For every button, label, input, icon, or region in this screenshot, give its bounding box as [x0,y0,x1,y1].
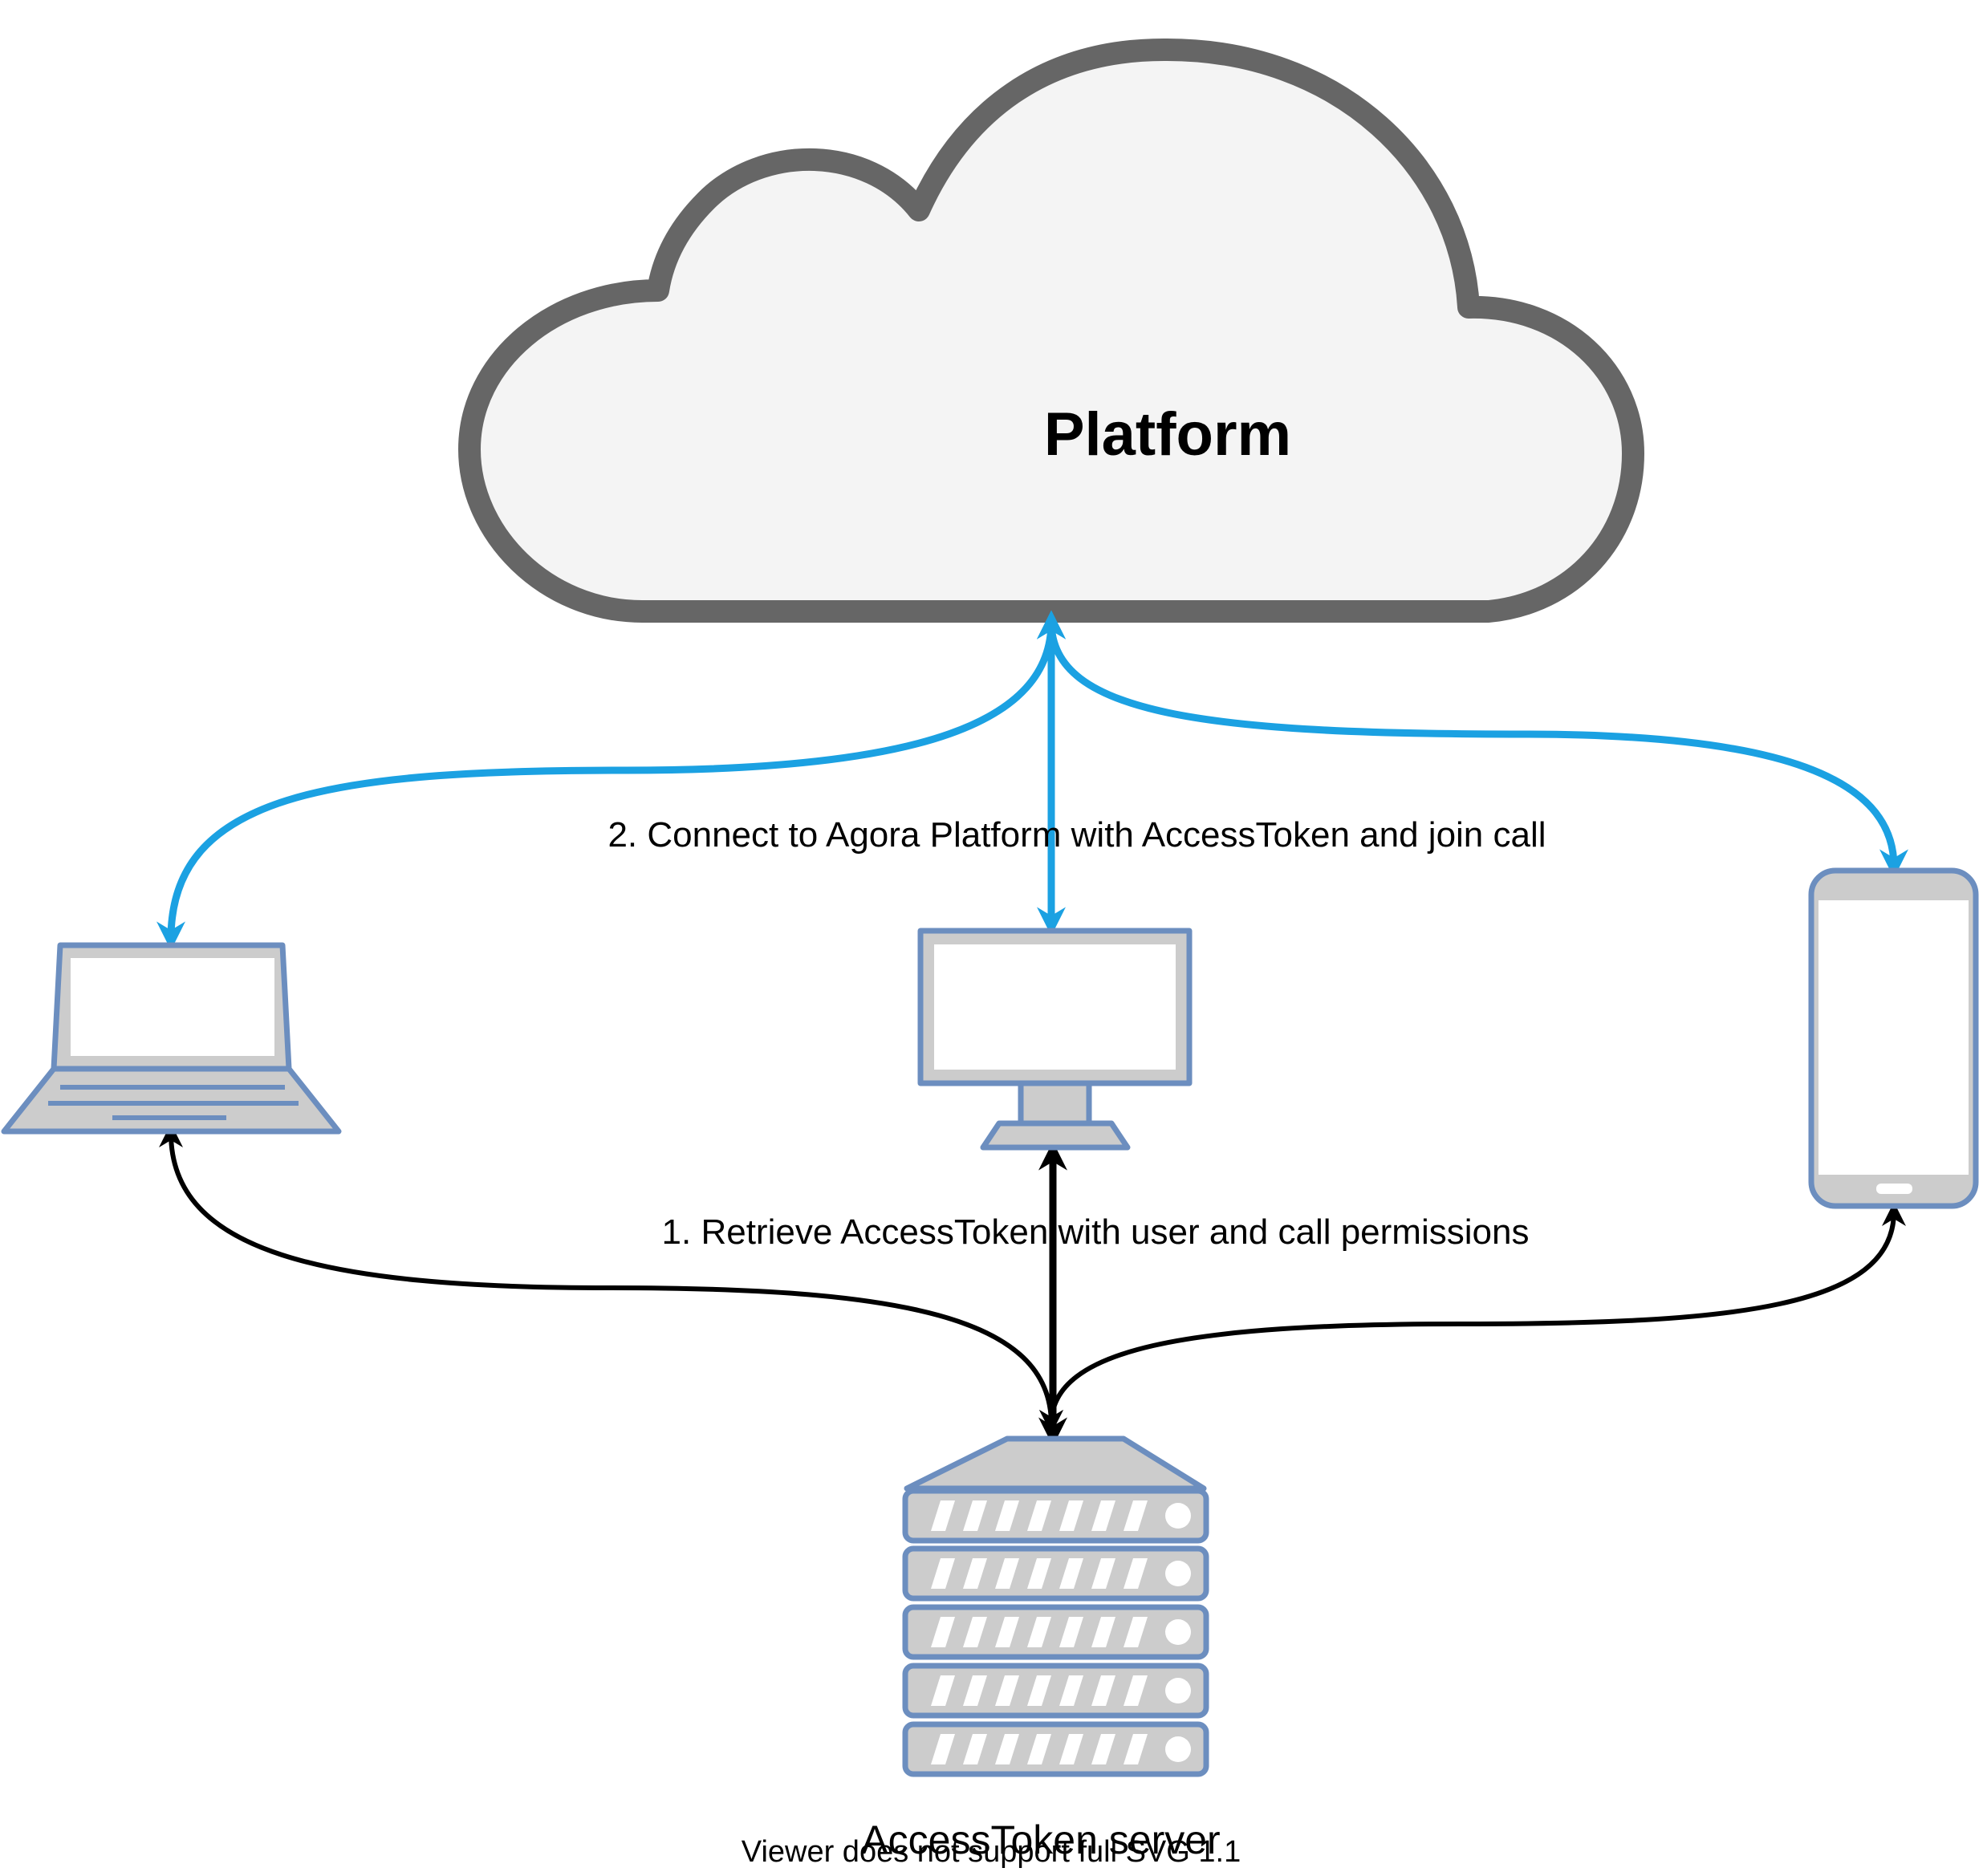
server-status-light [1165,1503,1191,1529]
server-vent-stripe [1124,1558,1148,1589]
server-status-light [1165,1678,1191,1703]
server-vent-stripe [931,1500,955,1531]
server-rack-icon [902,1435,1209,1777]
server-vent-stripe [1059,1500,1083,1531]
server-vent-stripe [995,1734,1019,1764]
platform-cloud: Platform [458,38,1644,623]
server-vent-stripe [931,1675,955,1706]
server-vent-stripe [1091,1558,1115,1589]
retrieve-edges [159,1123,1906,1447]
connect-edge-phone [1037,610,1908,879]
server-unit [902,1545,1209,1602]
server-vent-stripe [1124,1734,1148,1764]
server-vent-stripe [1091,1675,1115,1706]
server-vent-stripe [995,1675,1019,1706]
server-node: AccessToken server [861,1435,1221,1862]
server-status-light [1165,1561,1191,1586]
server-vent-stripe [1059,1617,1083,1647]
connect-edge-label: 2. Connect to Agora Platform with Access… [607,815,1546,855]
server-vent-stripe [995,1500,1019,1531]
server-vent-stripe [1027,1617,1051,1647]
server-vent-stripe [1124,1500,1148,1531]
server-vent-stripe [1027,1500,1051,1531]
server-status-light [1165,1736,1191,1762]
server-vent-stripe [1091,1617,1115,1647]
server-vent-stripe [963,1675,987,1706]
server-label: AccessToken server [861,1817,1220,1862]
server-vent-stripe [1059,1675,1083,1706]
server-vent-stripe [1124,1617,1148,1647]
server-vent-stripe [1091,1500,1115,1531]
monitor-icon [917,928,1193,1151]
server-vent-stripe [1059,1734,1083,1764]
cloud-icon [458,38,1644,623]
server-unit [902,1488,1209,1544]
server-unit [902,1721,1209,1777]
retrieve-edge-laptop [159,1123,1063,1434]
server-unit [902,1604,1209,1660]
smartphone-icon [1808,867,1979,1209]
cloud-label: Platform [1044,400,1291,469]
server-vent-stripe [1091,1734,1115,1764]
svg-viewer-warning: Viewer does not support full SVG 1.1 [742,1835,1241,1869]
server-vent-stripe [1059,1558,1083,1589]
server-vent-stripe [995,1558,1019,1589]
server-vent-stripe [931,1734,955,1764]
connect-edges [156,610,1908,951]
desktop-node [917,928,1193,1151]
server-status-light [1165,1619,1191,1645]
server-vent-stripe [931,1558,955,1589]
connect-edge-laptop [156,610,1066,951]
server-vent-stripe [1027,1734,1051,1764]
server-vent-stripe [931,1617,955,1647]
laptop-node [1,942,342,1135]
server-vent-stripe [1027,1558,1051,1589]
phone-node [1808,867,1979,1209]
server-unit [902,1663,1209,1719]
retrieve-edge-phone [1039,1202,1906,1434]
server-vent-stripe [963,1734,987,1764]
retrieve-edge-label: 1. Retrieve AccessToken with user and ca… [662,1212,1530,1252]
server-vent-stripe [963,1617,987,1647]
server-vent-stripe [963,1558,987,1589]
laptop-icon [1,942,342,1135]
server-vent-stripe [1027,1675,1051,1706]
server-vent-stripe [995,1617,1019,1647]
server-vent-stripe [1124,1675,1148,1706]
server-vent-stripe [963,1500,987,1531]
